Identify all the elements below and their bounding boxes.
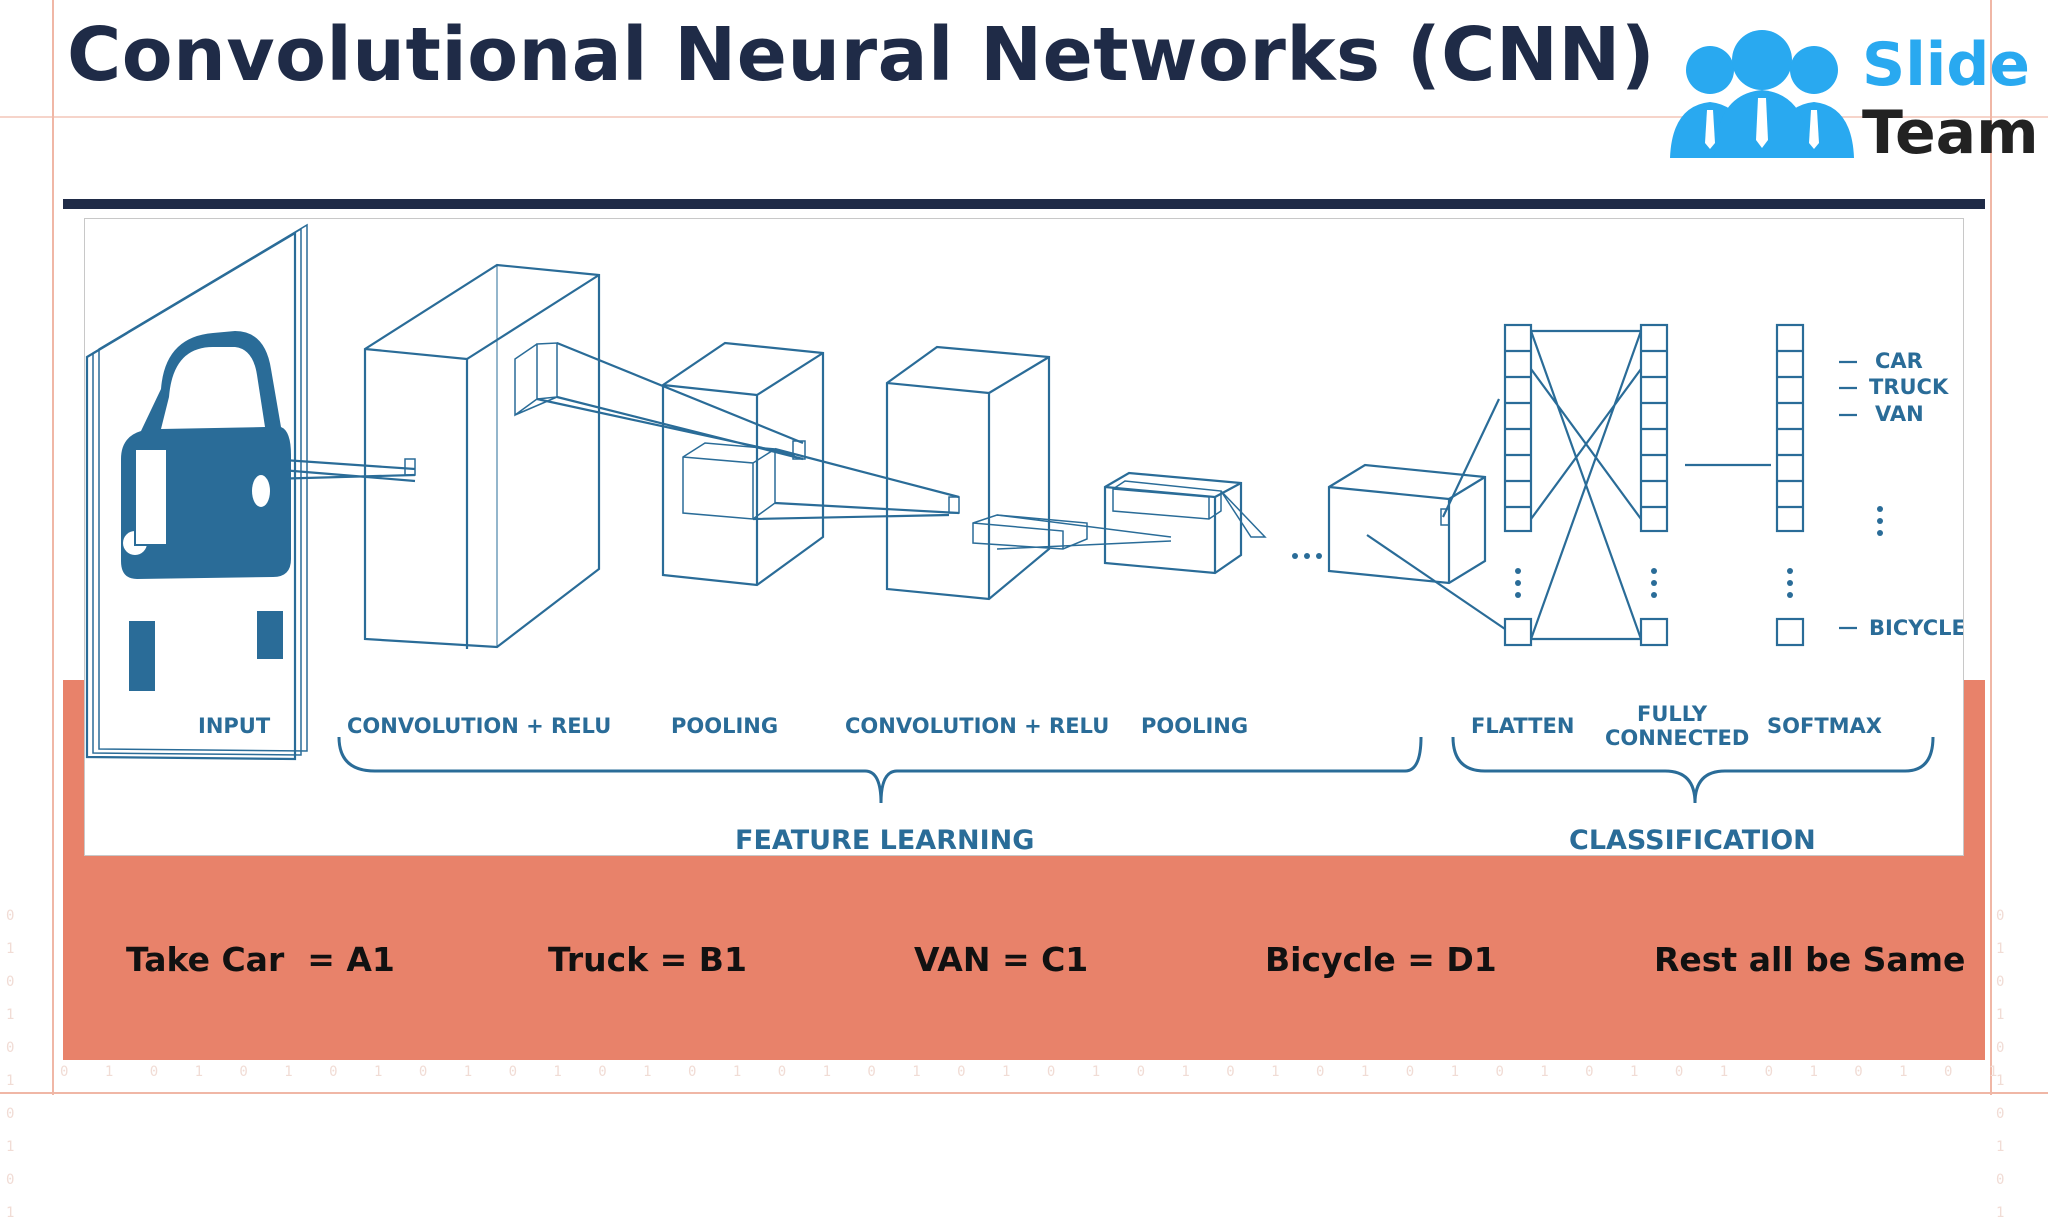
stage-label-pool2: POOLING (1141, 714, 1248, 738)
stage-label-conv2: CONVOLUTION + RELU (845, 714, 1109, 738)
binary-pattern-bottom: 0 1 0 1 0 1 0 1 0 1 0 1 0 1 0 1 0 1 0 1 … (60, 1064, 2012, 1080)
stage-label-softmax: SOFTMAX (1767, 714, 1882, 738)
final-feature-block (1327, 463, 1487, 585)
binary-pattern-left: 0 1 0 1 0 1 0 1 0 1 (6, 908, 29, 1221)
stage-label-pool1: POOLING (671, 714, 778, 738)
title-rule (63, 199, 1985, 209)
assignment-truck: Truck = B1 (548, 940, 747, 979)
softmax-column (1775, 323, 1805, 647)
output-label-car: CAR (1875, 349, 1923, 373)
logo-text-slide: Slide (1862, 30, 2030, 100)
classification-brace (1451, 736, 1935, 804)
assignment-van: VAN = C1 (914, 940, 1089, 979)
frame-line-top (0, 116, 2048, 118)
slideteam-logo-icon (1670, 30, 1854, 158)
stage-label-fully: FULLY (1637, 702, 1708, 726)
logo-text-team: Team (1862, 98, 2039, 168)
output-label-truck: TRUCK (1869, 375, 1949, 399)
pool1-block (661, 341, 825, 587)
frame-line-right (1990, 0, 1992, 1095)
conv1-block (363, 263, 601, 649)
cnn-architecture-svg: INPUT CONVOLUTION + RELU POOLING CONVOLU… (85, 223, 1963, 855)
assignment-rest: Rest all be Same (1654, 940, 1966, 979)
assignment-car: Take Car = A1 (126, 940, 395, 979)
stage-label-conv1: CONVOLUTION + RELU (347, 714, 611, 738)
input-image-sheets (85, 223, 308, 761)
output-label-van: VAN (1875, 402, 1924, 426)
flatten-column (1503, 323, 1533, 647)
assignment-bicycle: Bicycle = D1 (1265, 940, 1497, 979)
stage-label-input: INPUT (198, 714, 271, 738)
output-label-bicycle: BICYCLE (1869, 616, 1963, 640)
group-label-feature-learning: FEATURE LEARNING (735, 825, 1034, 855)
fully-connected-column (1639, 323, 1669, 647)
pool2-block (1103, 471, 1243, 575)
frame-line-bottom (0, 1092, 2048, 1094)
cnn-diagram: INPUT CONVOLUTION + RELU POOLING CONVOLU… (84, 218, 1964, 856)
assignment-row: Take Car = A1 Truck = B1 VAN = C1 Bicycl… (63, 940, 1985, 1000)
slide-title: Convolutional Neural Networks (CNN) (67, 12, 1656, 98)
stage-label-flatten: FLATTEN (1471, 714, 1574, 738)
stage-label-connected: CONNECTED (1605, 726, 1749, 750)
group-label-classification: CLASSIFICATION (1569, 825, 1816, 855)
conv2-block (885, 345, 1051, 601)
feature-learning-brace (337, 736, 1423, 804)
binary-pattern-right: 0 1 0 1 0 1 0 1 0 1 (1996, 908, 2019, 1221)
frame-line-left (52, 0, 54, 1095)
